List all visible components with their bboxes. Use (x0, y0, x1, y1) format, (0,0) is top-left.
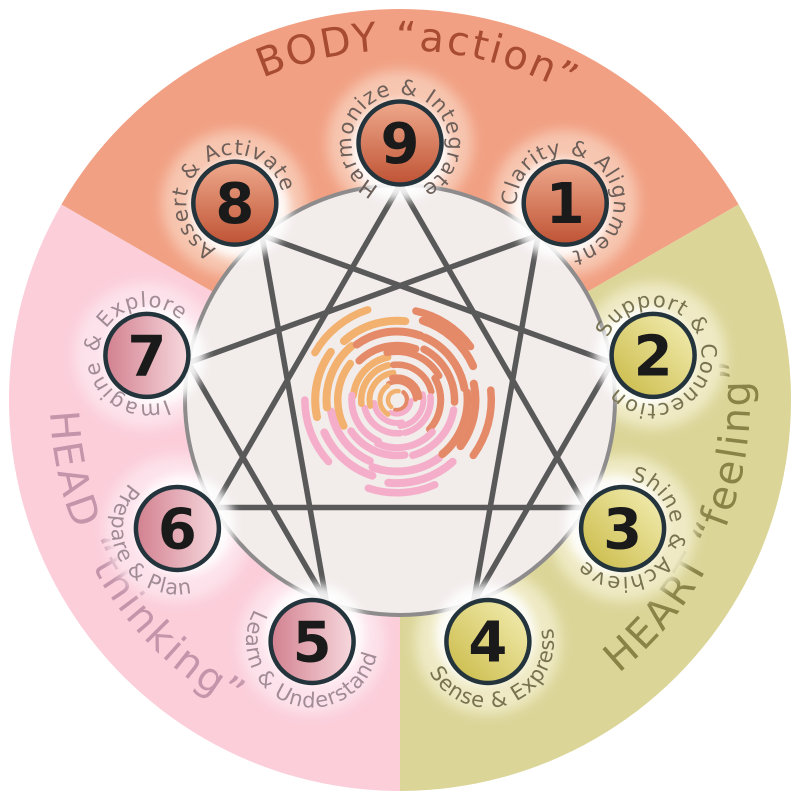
node-circle-1 (521, 159, 609, 247)
swirl-stroke (347, 427, 409, 460)
swirl-stroke (301, 396, 333, 466)
node-circles: 9 1 2 3 4 5 6 7 8 (103, 99, 697, 686)
connection-5-7 (185, 359, 330, 605)
swirl-stroke (418, 316, 478, 371)
swirl-stroke (420, 333, 469, 393)
swirl-stroke (383, 348, 443, 380)
swirl-stroke (401, 393, 434, 436)
node-number-9: 9 (381, 112, 420, 177)
swirl-stroke (386, 379, 418, 402)
swirl-stroke (339, 316, 410, 346)
swirl-stroke (456, 379, 480, 451)
node-number-4: 4 (468, 611, 507, 676)
node-circle-2 (609, 311, 697, 400)
swirl-stroke (357, 362, 392, 407)
swirl-stroke (327, 407, 374, 466)
connection-9-3 (397, 182, 589, 511)
node-number-3: 3 (603, 498, 642, 563)
connection-1-4 (470, 232, 541, 605)
swirl-stroke (420, 345, 459, 406)
swirl-stroke (322, 342, 356, 412)
swirl-stroke (412, 307, 475, 351)
swirl-stroke (311, 347, 335, 422)
swirl-stroke (364, 481, 439, 497)
node-number-5: 5 (293, 611, 332, 676)
node-circle-4 (444, 597, 532, 686)
swirl-stroke (390, 361, 435, 395)
node-number-6: 6 (158, 498, 197, 563)
swirl-stroke (389, 374, 423, 401)
swirl-stroke (425, 374, 445, 433)
swirl-stroke (393, 390, 410, 413)
swirl-stroke (355, 341, 420, 365)
swirl-stroke (384, 457, 457, 488)
swirl-stroke (334, 359, 355, 430)
swirl-stroke (385, 388, 401, 410)
node-circle-9 (356, 99, 444, 187)
swirl-stroke (311, 306, 372, 357)
node-number-8: 8 (215, 172, 254, 237)
swirl-stroke (397, 391, 427, 430)
node-circle-8 (191, 159, 279, 247)
swirl-stroke (361, 404, 404, 437)
swirl-stroke (368, 453, 444, 476)
node-circle-5 (268, 597, 356, 686)
connection-8-5 (259, 232, 330, 605)
center-swirl (301, 306, 495, 497)
swirl-stroke (371, 399, 405, 426)
connection-6-9 (211, 182, 403, 511)
node-number-7: 7 (127, 324, 166, 389)
node-circle-6 (133, 484, 222, 573)
node-number-1: 1 (546, 172, 585, 237)
swirl-stroke (348, 391, 383, 445)
node-circle-7 (103, 311, 191, 400)
connection-7-1 (185, 232, 541, 366)
connection-2-8 (259, 232, 615, 366)
swirl-stroke (349, 353, 392, 399)
swirl-stroke (374, 428, 436, 452)
node-number-2: 2 (634, 324, 673, 389)
swirl-stroke (352, 327, 425, 349)
enneagram-lines (185, 182, 615, 605)
swirl-stroke (409, 406, 458, 460)
swirl-stroke (469, 386, 495, 460)
swirl-stroke (366, 369, 397, 409)
swirl-stroke (438, 388, 472, 459)
swirl-stroke (377, 383, 391, 417)
swirl-stroke (320, 428, 377, 480)
connection-4-2 (470, 359, 615, 605)
node-circle-3 (578, 484, 667, 573)
swirl-stroke (387, 398, 414, 417)
